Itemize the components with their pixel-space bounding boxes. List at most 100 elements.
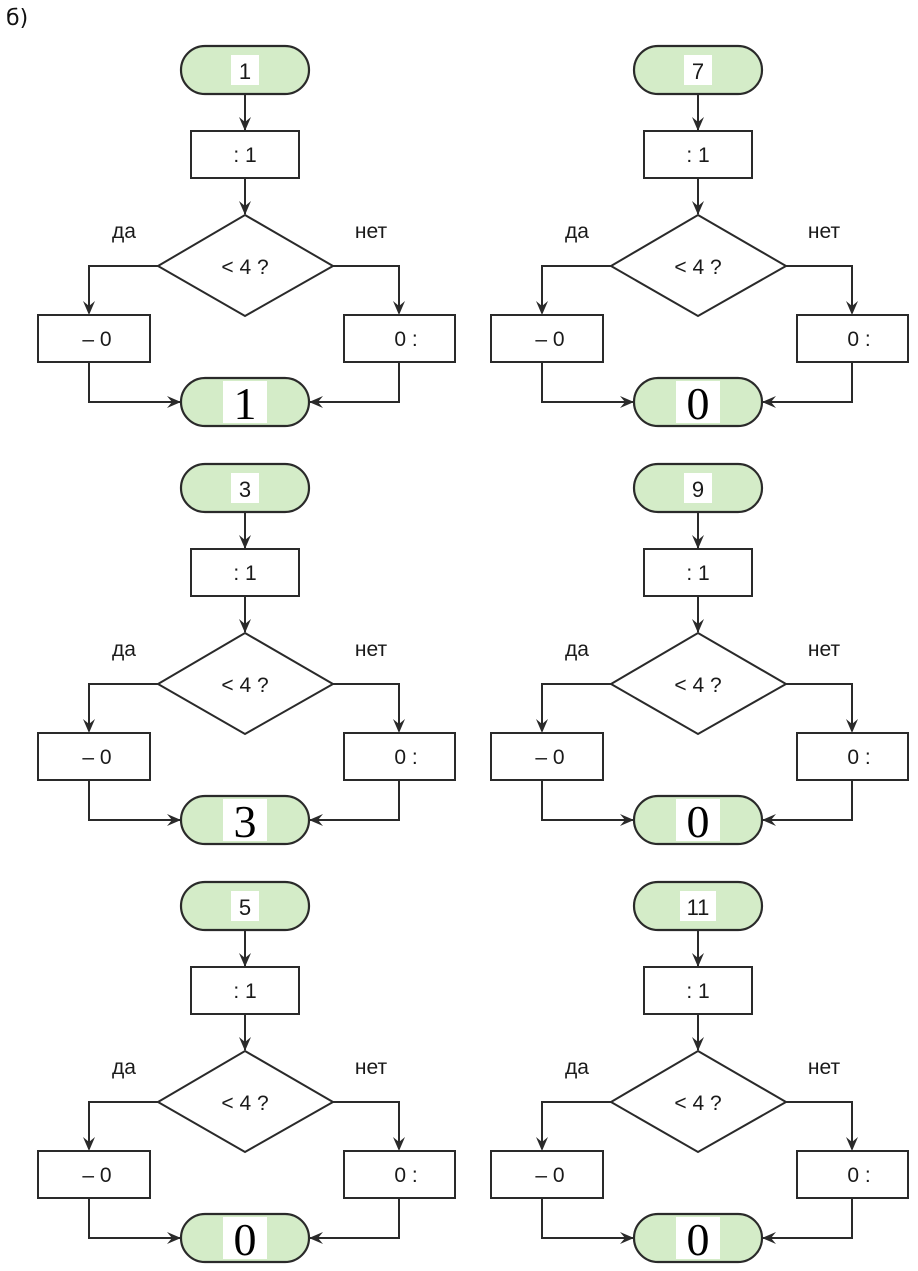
no-label: нет: [355, 220, 388, 243]
arrow-head: [393, 719, 405, 733]
yes-action-box: [37, 732, 151, 781]
arrow-head: [239, 953, 251, 967]
yes-action-label: – 0: [82, 746, 111, 769]
no-label: нет: [355, 638, 388, 661]
no-action-box: [796, 314, 909, 363]
process-label: : 1: [233, 980, 256, 1003]
output-value-box: [676, 381, 720, 423]
no-action-label: 0 :: [394, 746, 417, 769]
decision-diamond: [156, 1049, 336, 1154]
output-value-box: [676, 799, 720, 841]
yes-label: да: [565, 638, 589, 661]
arrow-head: [620, 1232, 634, 1244]
process-box: [190, 548, 300, 597]
arrow-head: [846, 719, 858, 733]
arrow-head: [762, 396, 776, 408]
yes-action-box: [37, 1150, 151, 1199]
no-action-label: 0 :: [394, 328, 417, 351]
process-box: [643, 130, 753, 179]
input-value: 7: [692, 59, 704, 84]
yes-action-label: – 0: [535, 1164, 564, 1187]
arrow-head: [692, 535, 704, 549]
yes-action-box: [490, 314, 604, 363]
process-box: [190, 966, 300, 1015]
condition-label: < 4 ?: [221, 256, 268, 279]
no-label: нет: [355, 1056, 388, 1079]
no-action-box: [343, 314, 456, 363]
yes-label: да: [112, 220, 136, 243]
input-value: 5: [239, 895, 251, 920]
yes-action-box: [490, 1150, 604, 1199]
input-value: 1: [239, 59, 251, 84]
arrow-head: [239, 619, 251, 633]
output-value: 0: [687, 796, 710, 847]
no-action-box: [796, 732, 909, 781]
merge-line-left: [541, 780, 633, 821]
arrow-head: [239, 117, 251, 131]
merge-line-left: [88, 780, 180, 821]
yes-label: да: [112, 1056, 136, 1079]
arrow-head: [692, 619, 704, 633]
merge-line-right: [763, 780, 853, 821]
condition-label: < 4 ?: [674, 256, 721, 279]
arrow-head: [762, 814, 776, 826]
decision-diamond: [609, 631, 789, 736]
no-action-box: [343, 732, 456, 781]
yes-action-label: – 0: [82, 1164, 111, 1187]
input-value-box: [684, 473, 712, 503]
arrow-head: [239, 535, 251, 549]
yes-branch-line: [541, 265, 611, 313]
process-box: [643, 966, 753, 1015]
input-value-box: [684, 55, 712, 85]
arrow-head: [620, 814, 634, 826]
merge-line-right: [310, 362, 400, 403]
input-value: 9: [692, 477, 704, 502]
arrow-head: [167, 814, 181, 826]
arrow-head: [239, 1037, 251, 1051]
arrow-head: [393, 1137, 405, 1151]
process-label: : 1: [233, 562, 256, 585]
no-action-label: 0 :: [847, 1164, 870, 1187]
output-value: 3: [234, 796, 257, 847]
yes-branch-line: [541, 1101, 611, 1149]
condition-label: < 4 ?: [674, 674, 721, 697]
yes-branch-line: [88, 1101, 158, 1149]
yes-action-box: [490, 732, 604, 781]
output-value: 0: [687, 1214, 710, 1265]
decision-diamond: [609, 1049, 789, 1154]
yes-action-label: – 0: [535, 746, 564, 769]
arrow-head: [239, 201, 251, 215]
merge-line-right: [310, 1198, 400, 1239]
no-branch-line: [786, 1101, 853, 1149]
no-label: нет: [808, 1056, 841, 1079]
merge-line-left: [88, 362, 180, 403]
yes-branch-line: [88, 265, 158, 313]
arrow-head: [309, 396, 323, 408]
merge-line-right: [763, 1198, 853, 1239]
output-value-box: [223, 799, 267, 841]
merge-line-right: [763, 362, 853, 403]
yes-action-box: [37, 314, 151, 363]
decision-diamond: [156, 631, 336, 736]
arrow-head: [83, 719, 95, 733]
condition-label: < 4 ?: [221, 1092, 268, 1115]
arrow-head: [167, 396, 181, 408]
arrow-head: [83, 1137, 95, 1151]
arrow-head: [167, 1232, 181, 1244]
process-label: : 1: [686, 144, 709, 167]
yes-label: да: [112, 638, 136, 661]
arrow-head: [620, 396, 634, 408]
input-value-box: [231, 891, 259, 921]
arrow-head: [846, 301, 858, 315]
arrow-head: [692, 1037, 704, 1051]
no-action-box: [796, 1150, 909, 1199]
input-value-box: [231, 55, 259, 85]
condition-label: < 4 ?: [674, 1092, 721, 1115]
no-branch-line: [786, 265, 853, 313]
process-label: : 1: [686, 562, 709, 585]
yes-branch-line: [88, 683, 158, 731]
no-action-label: 0 :: [847, 328, 870, 351]
